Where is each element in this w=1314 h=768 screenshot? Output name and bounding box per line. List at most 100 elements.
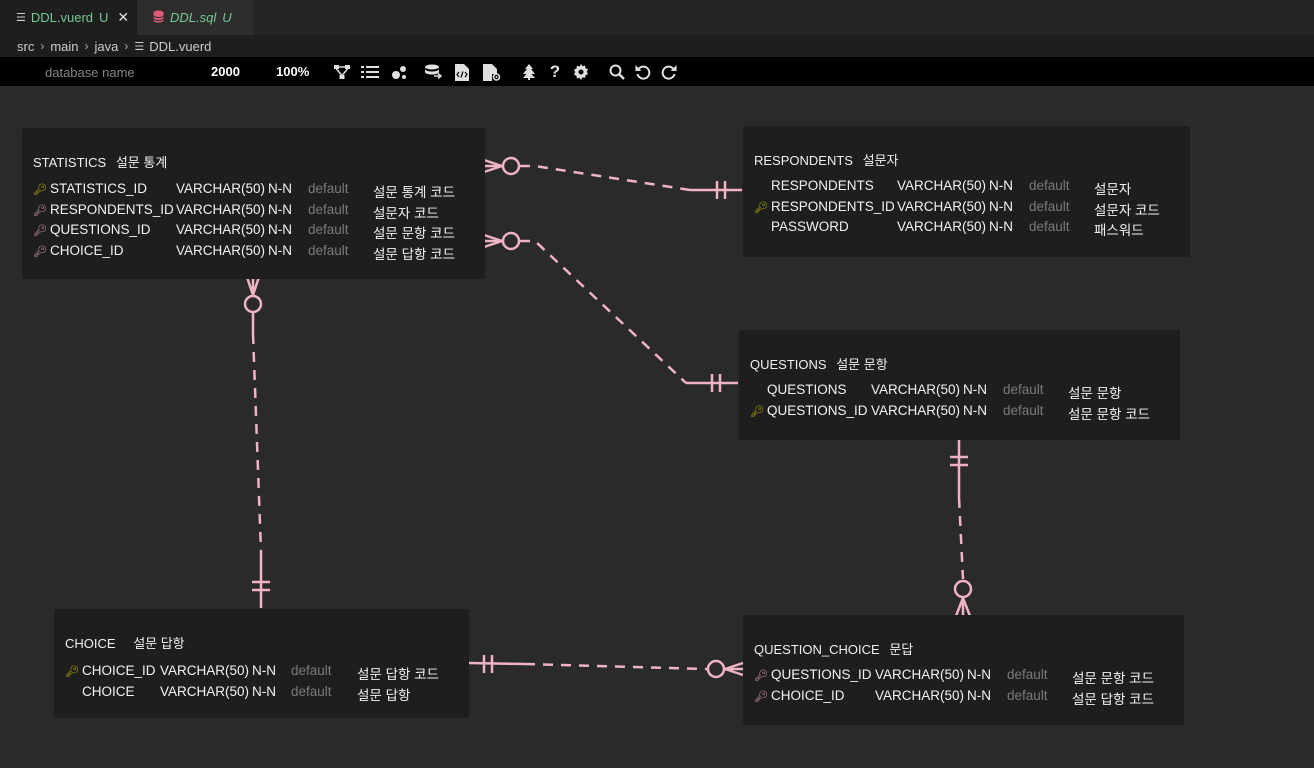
erd-canvas[interactable]: STATISTICS 설문 통계 🔑︎ STATISTICS_ID VARCHA…	[0, 86, 1314, 768]
column-name[interactable]: RESPONDENTS_ID	[50, 202, 174, 217]
column-type[interactable]: VARCHAR(50)	[176, 202, 266, 217]
column-type[interactable]: VARCHAR(50)	[176, 222, 266, 237]
column-not-null[interactable]: N-N	[967, 667, 991, 682]
redo-icon[interactable]	[660, 63, 678, 81]
column-default[interactable]: default	[308, 243, 349, 258]
breadcrumb-item[interactable]: java	[94, 38, 119, 54]
column-not-null[interactable]: N-N	[989, 219, 1013, 234]
column-default[interactable]: default	[291, 684, 332, 699]
import-icon[interactable]	[424, 63, 442, 81]
column-type[interactable]: VARCHAR(50)	[871, 403, 961, 418]
column-name[interactable]: CHOICE_ID	[50, 243, 124, 258]
column-comment[interactable]: 설문 문항 코드	[1072, 671, 1155, 686]
relationship-statistics-respondents[interactable]	[483, 156, 742, 199]
column-name[interactable]: STATISTICS_ID	[50, 181, 148, 196]
column-type[interactable]: VARCHAR(50)	[871, 382, 961, 397]
breadcrumb-item[interactable]: src	[17, 38, 35, 54]
table-name[interactable]: QUESTION_CHOICE	[754, 642, 880, 657]
column-comment[interactable]: 설문 답항	[357, 688, 411, 703]
table-statistics[interactable]: STATISTICS 설문 통계 🔑︎ STATISTICS_ID VARCHA…	[22, 128, 485, 279]
breadcrumb-item[interactable]: DDL.vuerd	[149, 38, 212, 54]
breadcrumb-item[interactable]: main	[50, 38, 79, 54]
relationship-icon[interactable]	[333, 63, 351, 81]
zoom-level[interactable]: 100%	[276, 64, 310, 79]
column-comment[interactable]: 설문 문항	[1068, 386, 1122, 401]
column-default[interactable]: default	[308, 202, 349, 217]
column-not-null[interactable]: N-N	[268, 243, 292, 258]
column-default[interactable]: default	[308, 222, 349, 237]
column-comment[interactable]: 설문자	[1094, 182, 1132, 197]
column-type[interactable]: VARCHAR(50)	[160, 684, 250, 699]
column-name[interactable]: QUESTIONS_ID	[767, 403, 868, 418]
column-comment[interactable]: 설문 답항 코드	[1072, 692, 1155, 707]
column-not-null[interactable]: N-N	[252, 663, 276, 678]
column-name[interactable]: RESPONDENTS	[771, 178, 874, 193]
export-sql-icon[interactable]	[453, 63, 471, 81]
column-default[interactable]: default	[1007, 688, 1048, 703]
column-not-null[interactable]: N-N	[268, 181, 292, 196]
column-not-null[interactable]: N-N	[989, 178, 1013, 193]
help-icon[interactable]: ?	[549, 62, 561, 81]
tab-ddl-vuerd[interactable]: ☰ DDL.vuerd U ✕	[0, 0, 137, 35]
table-questions[interactable]: QUESTIONS 설문 문항 QUESTIONS VARCHAR(50) N-…	[739, 330, 1180, 440]
relationship-statistics-choice[interactable]	[243, 276, 270, 608]
column-type[interactable]: VARCHAR(50)	[875, 667, 965, 682]
relationship-questions-question-choice[interactable]	[950, 440, 973, 617]
column-comment[interactable]: 설문 답항 코드	[357, 667, 440, 682]
table-name[interactable]: RESPONDENTS	[754, 153, 853, 168]
column-default[interactable]: default	[1007, 667, 1048, 682]
visualization-icon[interactable]	[391, 63, 409, 81]
column-comment[interactable]: 설문 통계 코드	[373, 185, 456, 200]
column-name[interactable]: CHOICE	[82, 684, 135, 699]
column-default[interactable]: default	[1003, 403, 1044, 418]
column-type[interactable]: VARCHAR(50)	[897, 219, 987, 234]
table-comment[interactable]: 설문 문항	[836, 357, 888, 372]
column-default[interactable]: default	[1029, 199, 1070, 214]
column-type[interactable]: VARCHAR(50)	[160, 663, 250, 678]
column-not-null[interactable]: N-N	[967, 688, 991, 703]
column-comment[interactable]: 패스워드	[1094, 223, 1144, 238]
column-not-null[interactable]: N-N	[963, 382, 987, 397]
column-type[interactable]: VARCHAR(50)	[897, 199, 987, 214]
table-comment[interactable]: 문답	[889, 642, 914, 657]
column-default[interactable]: default	[1003, 382, 1044, 397]
table-comment[interactable]: 설문 통계	[115, 155, 168, 170]
tree-icon[interactable]	[520, 63, 538, 81]
settings-file-icon[interactable]	[483, 63, 501, 81]
gear-icon[interactable]	[572, 63, 590, 81]
column-type[interactable]: VARCHAR(50)	[875, 688, 965, 703]
column-not-null[interactable]: N-N	[989, 199, 1013, 214]
undo-icon[interactable]	[634, 63, 652, 81]
close-icon[interactable]: ✕	[117, 9, 130, 25]
table-comment[interactable]: 설문 답항	[133, 636, 185, 651]
column-type[interactable]: VARCHAR(50)	[176, 243, 266, 258]
column-not-null[interactable]: N-N	[268, 222, 292, 237]
table-name[interactable]: STATISTICS	[33, 155, 107, 170]
tab-ddl-sql[interactable]: DDL.sql U	[137, 0, 254, 35]
column-not-null[interactable]: N-N	[963, 403, 987, 418]
table-comment[interactable]: 설문자	[862, 153, 899, 168]
column-comment[interactable]: 설문자 코드	[1094, 203, 1160, 218]
column-not-null[interactable]: N-N	[252, 684, 276, 699]
list-icon[interactable]	[361, 63, 379, 81]
canvas-size-input[interactable]: 2000	[211, 64, 240, 79]
column-name[interactable]: QUESTIONS_ID	[771, 667, 872, 682]
table-name[interactable]: CHOICE	[65, 636, 116, 651]
relationship-choice-question-choice[interactable]	[468, 655, 744, 679]
column-comment[interactable]: 설문 문항 코드	[373, 226, 456, 241]
table-question-choice[interactable]: QUESTION_CHOICE 문답 🔑︎ QUESTIONS_ID VARCH…	[743, 615, 1184, 725]
column-name[interactable]: CHOICE_ID	[82, 663, 156, 678]
table-choice[interactable]: CHOICE 설문 답항 🔑︎ CHOICE_ID VARCHAR(50) N-…	[54, 609, 469, 718]
column-default[interactable]: default	[1029, 219, 1070, 234]
column-not-null[interactable]: N-N	[268, 202, 292, 217]
column-comment[interactable]: 설문 문항 코드	[1068, 407, 1151, 422]
column-default[interactable]: default	[1029, 178, 1070, 193]
column-type[interactable]: VARCHAR(50)	[897, 178, 987, 193]
column-comment[interactable]: 설문자 코드	[373, 206, 439, 221]
column-name[interactable]: PASSWORD	[771, 219, 849, 234]
column-name[interactable]: CHOICE_ID	[771, 688, 845, 703]
table-name[interactable]: QUESTIONS	[750, 357, 827, 372]
column-default[interactable]: default	[291, 663, 332, 678]
relationship-statistics-questions[interactable]	[483, 231, 738, 392]
column-type[interactable]: VARCHAR(50)	[176, 181, 266, 196]
